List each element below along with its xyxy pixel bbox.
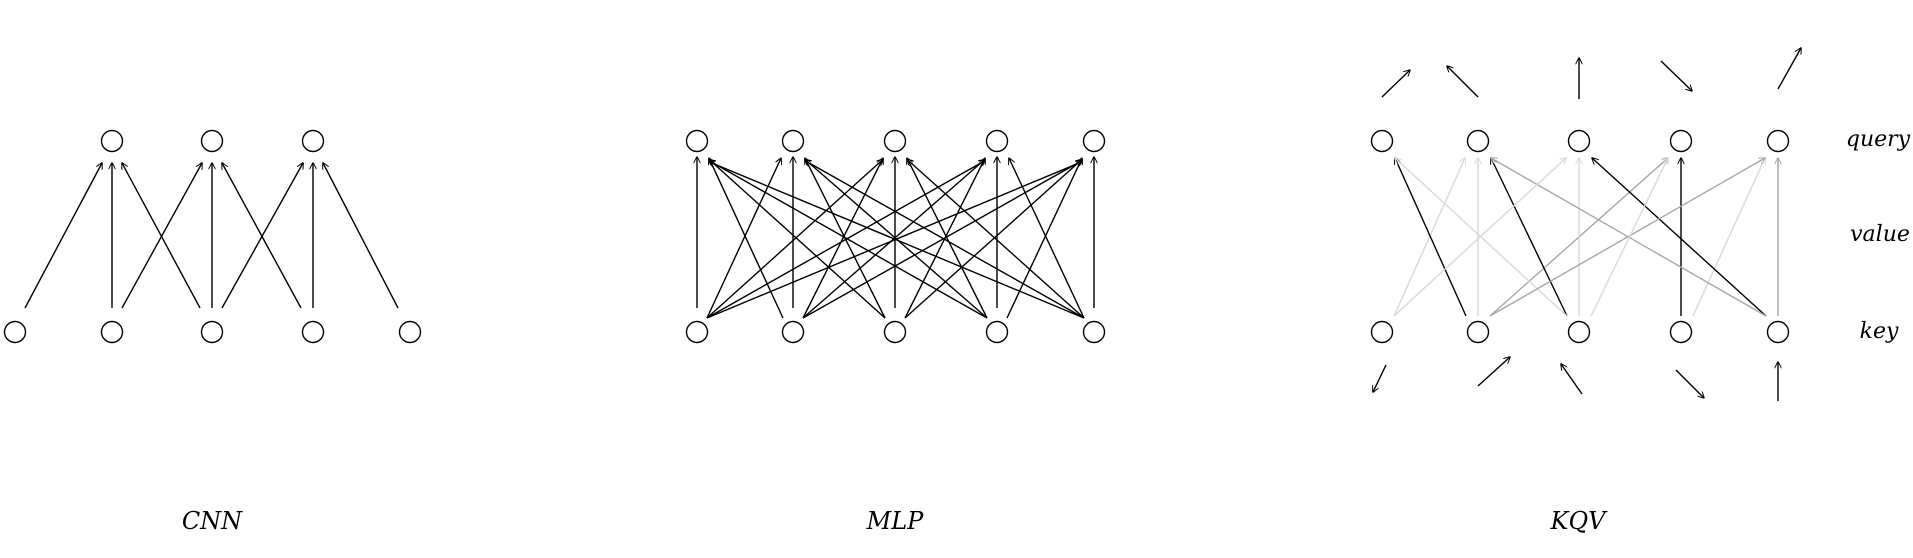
mlp-output-node xyxy=(1082,129,1106,153)
key-label: key xyxy=(1860,319,1899,344)
mlp-output-node xyxy=(685,129,709,153)
mlp-input-node xyxy=(883,320,907,344)
kqv-edge xyxy=(1393,158,1465,317)
cnn-edge xyxy=(323,163,399,309)
mlp-edge xyxy=(802,159,985,319)
key-node xyxy=(1466,320,1490,344)
cnn-caption: CNN xyxy=(182,507,243,535)
mlp-edge xyxy=(709,159,886,319)
cnn-input-node xyxy=(301,320,325,344)
mlp-edge xyxy=(802,161,1082,319)
mlp-output-node xyxy=(985,129,1009,153)
mlp-edge xyxy=(706,162,1082,319)
key-vector-arrow xyxy=(1561,364,1583,395)
query-vector-arrow xyxy=(1777,48,1801,90)
cnn-output-node xyxy=(100,129,124,153)
key-node xyxy=(1766,320,1790,344)
key-node xyxy=(1669,320,1693,344)
query-label: query xyxy=(1846,127,1911,152)
cnn-panel: CNN xyxy=(3,129,422,535)
cnn-nodes xyxy=(3,129,422,344)
mlp-input-node xyxy=(781,320,805,344)
key-vector-arrow xyxy=(1373,364,1387,392)
value-label: value xyxy=(1850,222,1910,247)
mlp-nodes xyxy=(685,129,1106,344)
key-node xyxy=(1567,320,1591,344)
mlp-edge xyxy=(706,161,985,319)
mlp-caption: MLP xyxy=(866,507,925,535)
cnn-input-node xyxy=(3,320,27,344)
cnn-edge xyxy=(221,163,303,309)
kqv-edge xyxy=(1491,158,1568,317)
key-vector-arrow xyxy=(1675,369,1704,398)
cnn-edge xyxy=(121,163,202,309)
kqv-edge xyxy=(1592,158,1767,317)
kqv-edge xyxy=(1489,158,1765,317)
key-vector-arrow xyxy=(1477,357,1510,387)
cnn-input-node xyxy=(200,320,224,344)
mlp-edge xyxy=(1009,158,1085,319)
mlp-edge xyxy=(709,161,988,319)
query-vector-arrow xyxy=(1447,66,1479,98)
query-node xyxy=(1466,129,1490,153)
mlp-output-node xyxy=(781,129,805,153)
mlp-edge xyxy=(802,158,883,319)
query-vector-arrow xyxy=(1660,60,1692,91)
mlp-edge xyxy=(706,158,781,319)
kqv-nodes xyxy=(1370,129,1790,344)
mlp-panel: MLP xyxy=(685,129,1106,535)
mlp-output-node xyxy=(883,129,907,153)
cnn-output-node xyxy=(301,129,325,153)
kqv-caption: KQV xyxy=(1550,507,1609,535)
mlp-input-node xyxy=(1082,320,1106,344)
query-node xyxy=(1567,129,1591,153)
mlp-input-node xyxy=(985,320,1009,344)
cnn-edge xyxy=(222,163,302,309)
kqv-panel: query value key KQV xyxy=(1370,48,1911,535)
cnn-input-node xyxy=(398,320,422,344)
mlp-edge xyxy=(706,159,883,319)
cnn-output-node xyxy=(200,129,224,153)
mlp-edge xyxy=(805,158,886,319)
mlp-edge xyxy=(1006,158,1082,319)
cnn-edge xyxy=(24,163,102,309)
cnn-edges xyxy=(24,163,399,309)
kqv-edge xyxy=(1590,158,1668,317)
mlp-edge xyxy=(904,159,1082,319)
mlp-edge xyxy=(907,159,1085,319)
cnn-input-node xyxy=(100,320,124,344)
query-node xyxy=(1370,129,1394,153)
key-node xyxy=(1370,320,1394,344)
kqv-edge xyxy=(1692,158,1765,317)
mlp-edges xyxy=(697,157,1094,319)
query-node xyxy=(1669,129,1693,153)
cnn-edge xyxy=(122,163,201,309)
query-vector-arrow xyxy=(1381,70,1410,98)
kqv-edge xyxy=(1395,158,1467,317)
mlp-input-node xyxy=(685,320,709,344)
mlp-edge xyxy=(907,158,988,319)
kqv-edges xyxy=(1393,158,1778,317)
kqv-vectors xyxy=(1373,48,1801,401)
query-node xyxy=(1766,129,1790,153)
kqv-edge xyxy=(1393,158,1566,317)
